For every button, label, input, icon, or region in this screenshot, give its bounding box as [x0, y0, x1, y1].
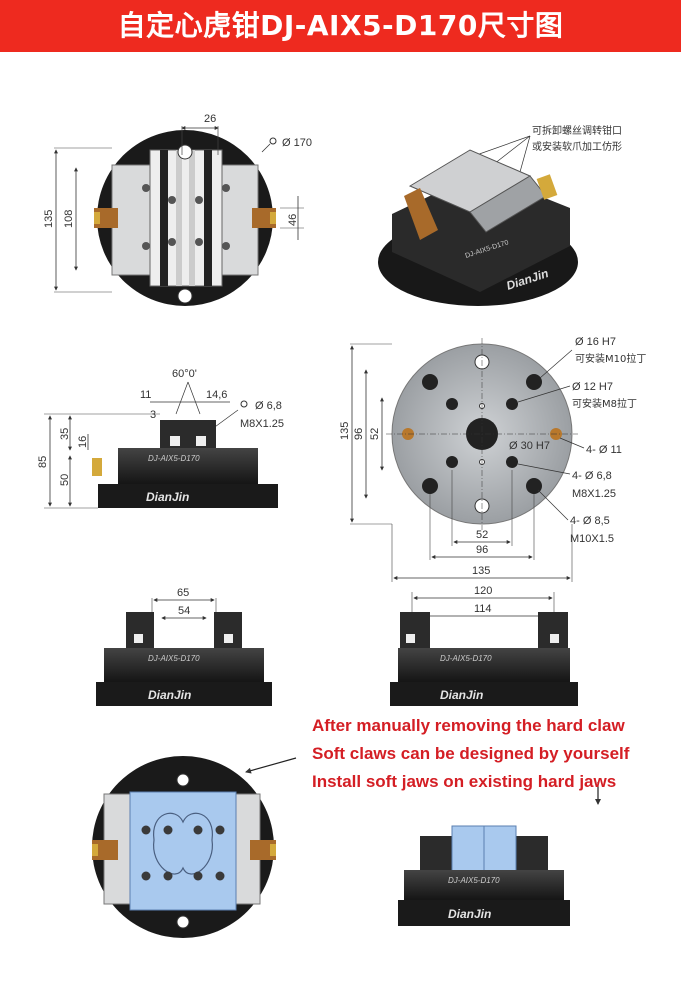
holes-11: 4- Ø 11: [586, 444, 622, 456]
side-brand: DianJin: [146, 490, 189, 504]
mount-hole: [177, 288, 193, 304]
front-wide-body-label: DJ-AIX5-D170: [440, 654, 492, 663]
dim-26: 26: [204, 113, 216, 125]
note-m10: 可安装M10拉丁: [575, 352, 646, 365]
holes-8-5: 4- Ø 8,5: [570, 515, 610, 527]
bottom-dim-96b: 96: [476, 544, 488, 556]
front-small-brand: DianJin: [148, 688, 191, 702]
soft-note-1: After manually removing the hard claw: [312, 716, 625, 735]
side-jaws: [160, 420, 216, 450]
dim-135: 135: [43, 210, 55, 228]
soft-note-2: Soft claws can be designed by yourself: [312, 744, 630, 763]
wide-body: [398, 648, 570, 682]
dim-46: 46: [287, 214, 299, 226]
bottom-dim-52b: 52: [476, 529, 488, 541]
dim-6-8: Ø 6,8: [255, 400, 282, 412]
title-banner: 自定心虎钳DJ-AIX5-D170尺寸图: [0, 0, 681, 52]
soft-front-body-label: DJ-AIX5-D170: [448, 876, 500, 885]
bottom-view: Ø 30 H7 Ø 16 H7 可安装M10拉丁 Ø 12 H7 可安装M8拉丁…: [339, 336, 646, 582]
wide-jaw-right: [538, 612, 568, 654]
bottom-dim-135b: 135: [472, 565, 490, 577]
soft-jaw-top-view: [92, 756, 297, 938]
profile-outline: [153, 812, 213, 875]
side-body-label: DJ-AIX5-D170: [148, 454, 200, 463]
jaw-left: [126, 612, 154, 654]
side-body: [118, 448, 258, 484]
dim-14-6: 14,6: [206, 389, 227, 401]
dim-65: 65: [177, 587, 189, 599]
dim-11: 11: [140, 389, 151, 401]
holes-6-8: 4- Ø 6,8: [572, 470, 612, 482]
front-small-body-label: DJ-AIX5-D170: [148, 654, 200, 663]
dim-3: 3: [150, 409, 156, 421]
side-base: [98, 484, 278, 508]
iso-screw: [404, 188, 438, 240]
soft-jaw-block: [129, 791, 237, 911]
dim-50: 50: [59, 474, 71, 486]
dim-120: 120: [474, 585, 492, 597]
dim-12h7: Ø 12 H7: [572, 381, 613, 393]
front-view-wide: 120 114 DJ-AIX5-D170 DianJin: [390, 585, 578, 706]
soft-front-brand: DianJin: [448, 907, 491, 921]
side-view: 60°0' 11 14,6 3 Ø 6,8 M8X1.25 DJ-AIX5-D1…: [37, 368, 284, 509]
wide-jaw-left: [400, 612, 430, 654]
dim-54: 54: [178, 605, 190, 617]
front-wide-brand: DianJin: [440, 688, 483, 702]
soft-note-3: Install soft jaws on existing hard jaws: [312, 772, 617, 791]
iso-view: 可拆卸螺丝调转钳口 或安装软爪加工仿形 DianJin DJ-AIX5-D170: [378, 124, 622, 306]
dim-16h7: Ø 16 H7: [575, 336, 616, 348]
wide-base: [390, 682, 578, 706]
thread-m8: M8X1.25: [240, 418, 284, 430]
front-view-small: 65 54 DJ-AIX5-D170 DianJin: [96, 587, 272, 706]
thread-6-8: M8X1.25: [572, 488, 616, 500]
thread-8-5: M10X1.5: [570, 533, 614, 545]
iso-note-line1: 可拆卸螺丝调转钳口: [532, 124, 622, 137]
iso-note-line2: 或安装软爪加工仿形: [532, 140, 622, 153]
mount-hole: [177, 144, 193, 160]
jaw-right: [214, 612, 242, 654]
dim-35: 35: [59, 428, 71, 440]
dim-170: Ø 170: [282, 137, 312, 149]
dim-85: 85: [37, 456, 49, 468]
page-title: 自定心虎钳DJ-AIX5-D170尺寸图: [117, 9, 564, 42]
dim-114: 114: [474, 603, 492, 615]
front-base: [96, 682, 272, 706]
dim-angle: 60°0': [172, 368, 197, 380]
dim-16: 16: [77, 436, 89, 448]
bottom-dim-52: 52: [369, 428, 381, 440]
bottom-dim-135: 135: [339, 422, 351, 440]
note-m8: 可安装M8拉丁: [572, 397, 637, 410]
dim-108: 108: [63, 210, 75, 228]
front-body: [104, 648, 264, 682]
top-view: 26 Ø 170 135 108 46: [43, 113, 312, 306]
center-bore: Ø 30 H7: [509, 440, 550, 452]
bottom-dim-96: 96: [353, 428, 365, 440]
soft-jaw-front-view: DJ-AIX5-D170 DianJin: [398, 782, 601, 926]
